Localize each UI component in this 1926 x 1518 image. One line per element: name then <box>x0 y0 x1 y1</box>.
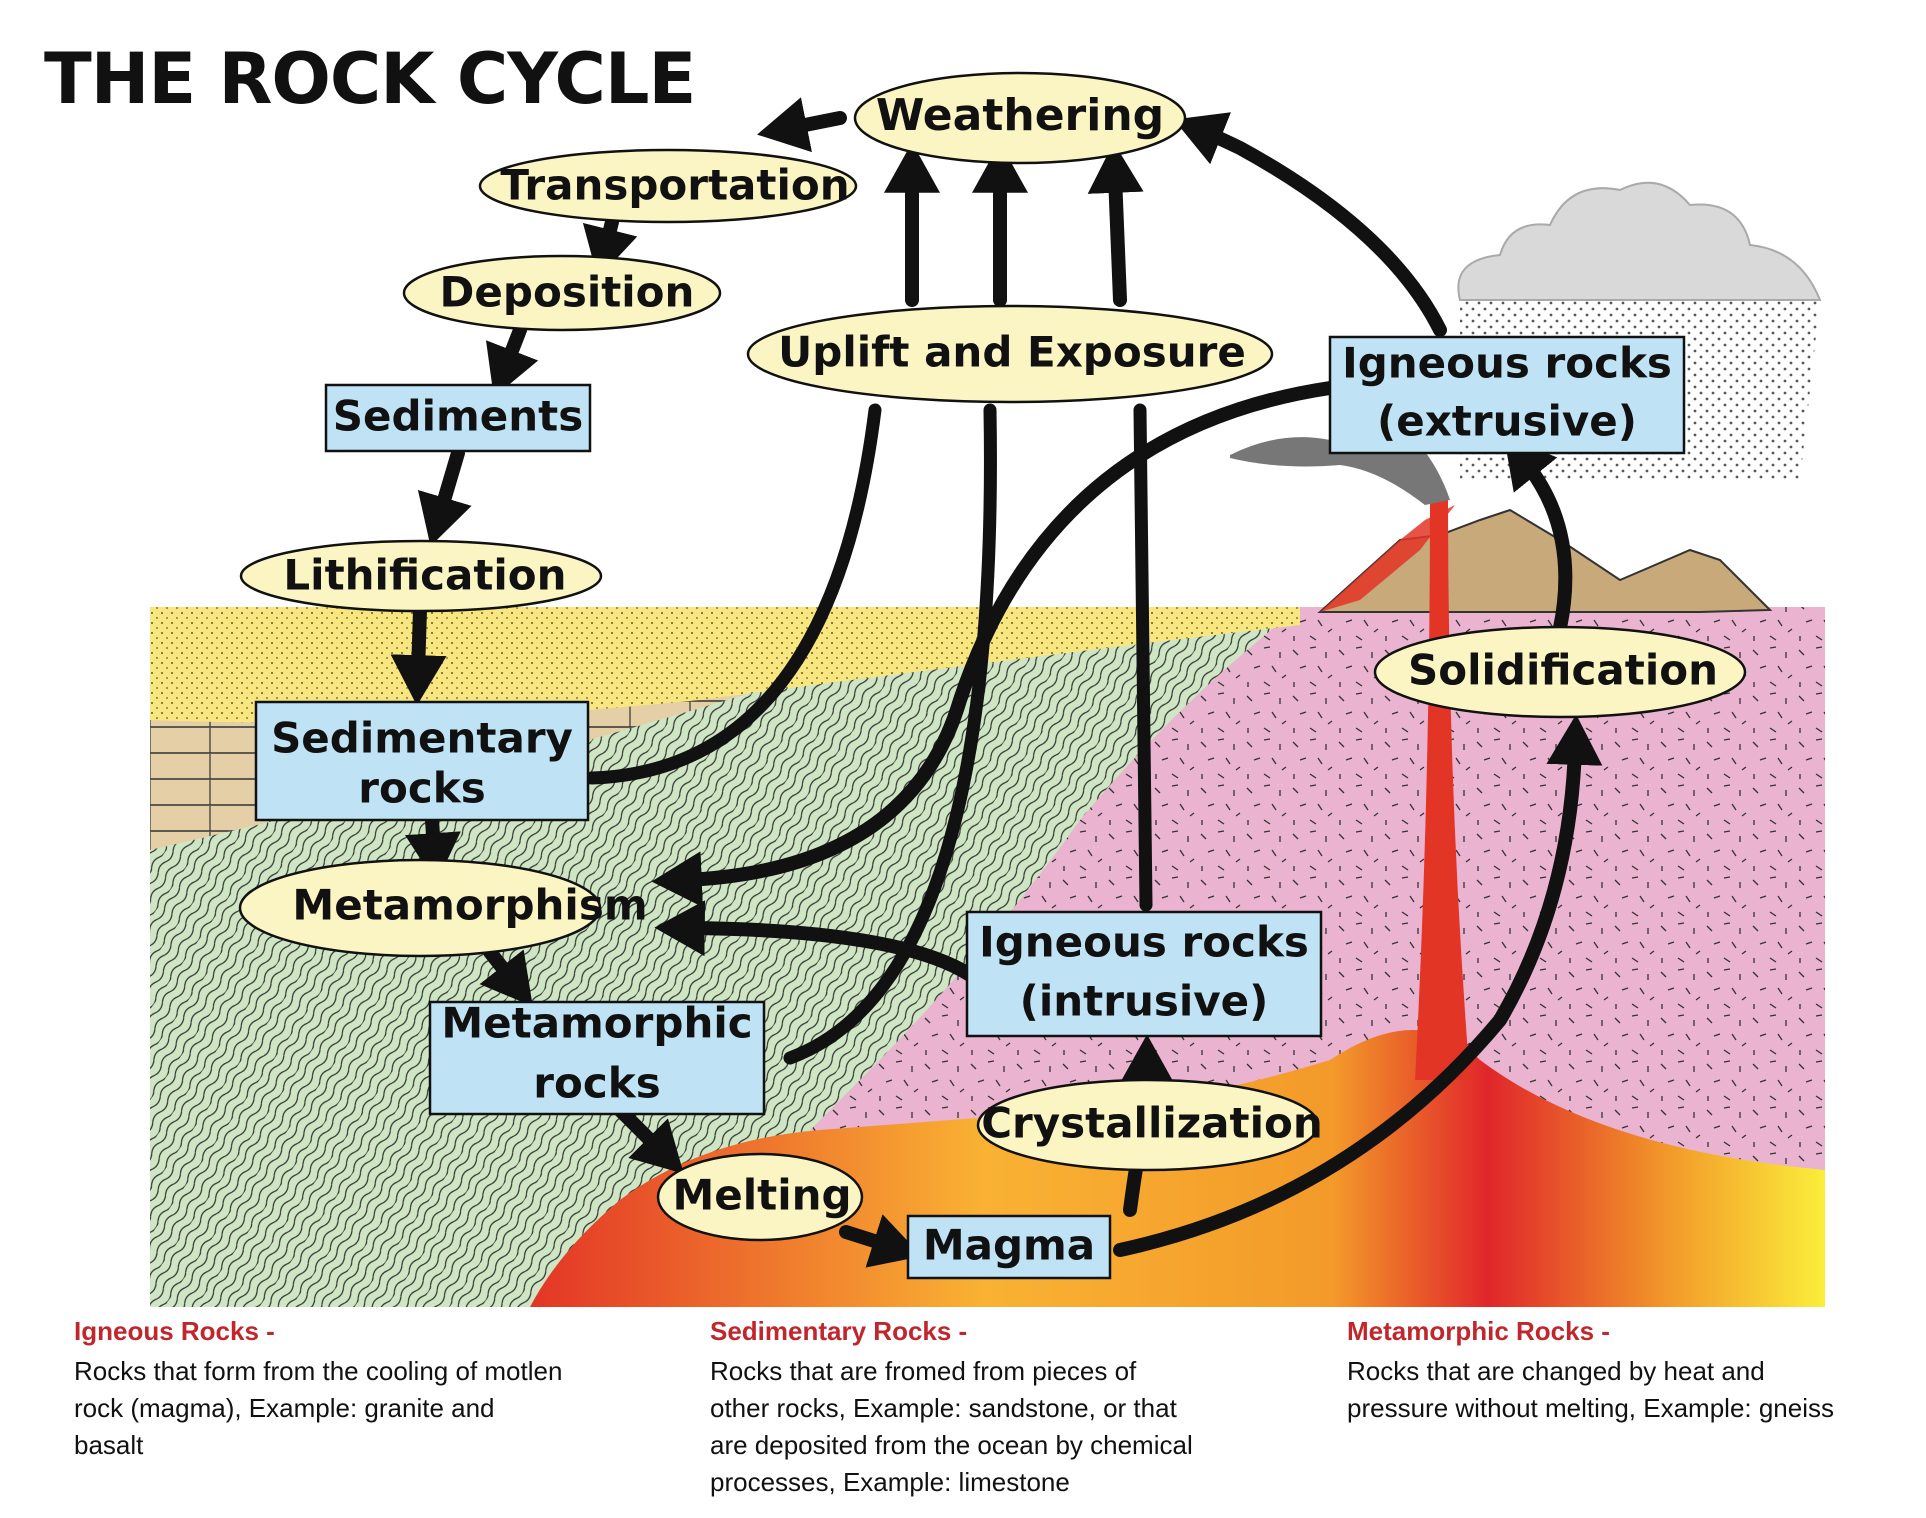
oval-label: Deposition <box>440 268 695 317</box>
legend-heading: Igneous Rocks - <box>74 1316 275 1346</box>
oval-deposition: Deposition <box>402 254 722 332</box>
rain-cloud <box>1457 181 1822 301</box>
legend-line: pressure without melting, Example: gneis… <box>1347 1393 1835 1423</box>
oval-weathering: Weathering <box>853 71 1187 165</box>
box-shape <box>324 383 592 453</box>
box-sedimentary-rocks: Sedimentary rocks <box>254 700 590 822</box>
oval-label: Lithification <box>283 551 566 600</box>
box-shape <box>965 910 1323 1038</box>
oval-label: Uplift and Exposure <box>778 328 1246 377</box>
box-label-line2: rocks <box>533 1059 660 1108</box>
arrow-extrusive-metamorphism <box>651 381 1337 908</box>
oval-solidification: Solidification <box>1373 625 1747 719</box>
arrow-lithification-sedimentary <box>390 603 447 706</box>
legend-sedimentary: Sedimentary Rocks - Rocks that are frome… <box>710 1316 1310 1501</box>
oval-shape <box>478 148 858 224</box>
arrow-deposition-sediments <box>485 323 539 398</box>
box-shape <box>1328 335 1686 455</box>
box-label-line1: Sedimentary <box>271 714 573 763</box>
box-shape <box>428 1000 766 1116</box>
cycle-arrows <box>390 97 1603 1268</box>
lava-flow <box>1320 505 1455 612</box>
box-label: Magma <box>923 1221 1095 1270</box>
legend-heading: Metamorphic Rocks - <box>1347 1316 1610 1346</box>
oval-label: Weathering <box>876 90 1164 141</box>
box-sediments: Sediments <box>324 383 592 453</box>
legend-line: rock (magma), Example: granite and <box>74 1393 495 1423</box>
arrow-metamorphism-metamorphic <box>479 945 533 1007</box>
box-label: Sediments <box>333 392 583 441</box>
arrow-melting-magma <box>839 1214 923 1268</box>
legend-line: are deposited from the ocean by chemical <box>710 1430 1193 1460</box>
arrow-intrusive-metamorphism <box>654 900 977 982</box>
path-intrusive-uplift <box>1133 403 1153 912</box>
oval-uplift-and-exposure: Uplift and Exposure <box>746 304 1274 404</box>
oval-melting: Melting <box>656 1152 864 1242</box>
arrow-solidification-extrusive <box>1503 435 1573 635</box>
oval-crystallization: Crystallization <box>976 1078 1323 1172</box>
oval-label: Solidification <box>1408 646 1718 695</box>
oval-label: Transportation <box>500 161 849 210</box>
legend-heading: Sedimentary Rocks - <box>710 1316 968 1346</box>
box-label-line2: (extrusive) <box>1377 397 1637 446</box>
volcanic-neck <box>1415 500 1470 1080</box>
box-igneous-extrusive: Igneous rocks (extrusive) <box>1328 335 1686 455</box>
legend-line: Rocks that are fromed from pieces of <box>710 1356 1137 1386</box>
oval-transportation: Transportation <box>478 148 858 224</box>
box-magma: Magma <box>906 1214 1112 1280</box>
oval-shape <box>853 71 1187 165</box>
path-sedimentary-uplift <box>585 403 882 785</box>
arrow-weathering-transport <box>757 97 847 153</box>
oval-shape <box>402 254 722 332</box>
arrow-sediments-lithification <box>417 446 472 547</box>
oval-shape <box>976 1078 1320 1172</box>
legend-line: processes, Example: limestone <box>710 1467 1070 1497</box>
box-label-line2: (intrusive) <box>1020 977 1269 1026</box>
box-shape <box>906 1214 1112 1280</box>
diagram-title: THE ROCK CYCLE <box>44 38 696 120</box>
oval-shape <box>239 539 603 613</box>
legend-line: Rocks that form from the cooling of motl… <box>74 1356 563 1386</box>
legend-metamorphic: Metamorphic Rocks - Rocks that are chang… <box>1347 1316 1922 1427</box>
oval-lithification: Lithification <box>239 539 603 613</box>
process-ovals: Weathering Transportation Deposition Upl… <box>238 71 1747 1242</box>
arrow-magma-solidification <box>1113 714 1603 1257</box>
legend-line: other rocks, Example: sandstone, or that <box>710 1393 1177 1423</box>
oval-shape <box>238 858 602 958</box>
box-metamorphic-rocks: Metamorphic rocks <box>428 999 766 1116</box>
oval-metamorphism: Metamorphism <box>238 858 648 958</box>
arrow-sedimentary-metamorphism <box>404 813 461 884</box>
arrow-extrusive-weathering <box>1173 112 1447 337</box>
box-label-line2: rocks <box>358 764 485 813</box>
box-shape <box>254 700 590 822</box>
rock-boxes: Sediments Sedimentary rocks Igneous rock… <box>254 335 1686 1280</box>
legend-igneous: Igneous Rocks - Rocks that form from the… <box>74 1316 674 1464</box>
oval-label: Metamorphism <box>292 881 647 930</box>
oval-shape <box>1373 625 1747 719</box>
arrow-transport-deposition <box>582 215 638 279</box>
box-label-line1: Igneous rocks <box>1342 339 1672 388</box>
legend-line: basalt <box>74 1430 144 1460</box>
legend-line: Rocks that are changed by heat and <box>1347 1356 1765 1386</box>
box-label-line1: Metamorphic <box>441 999 752 1048</box>
box-label-line1: Igneous rocks <box>979 918 1309 967</box>
oval-label: Crystallization <box>981 1099 1323 1148</box>
box-igneous-intrusive: Igneous rocks (intrusive) <box>965 910 1323 1038</box>
oval-shape <box>656 1152 864 1242</box>
oval-label: Melting <box>672 1171 851 1220</box>
oval-shape <box>746 304 1274 404</box>
arrow-uplift-weathering-3 <box>1087 142 1144 307</box>
path-metamorphic-uplift <box>783 403 997 1065</box>
